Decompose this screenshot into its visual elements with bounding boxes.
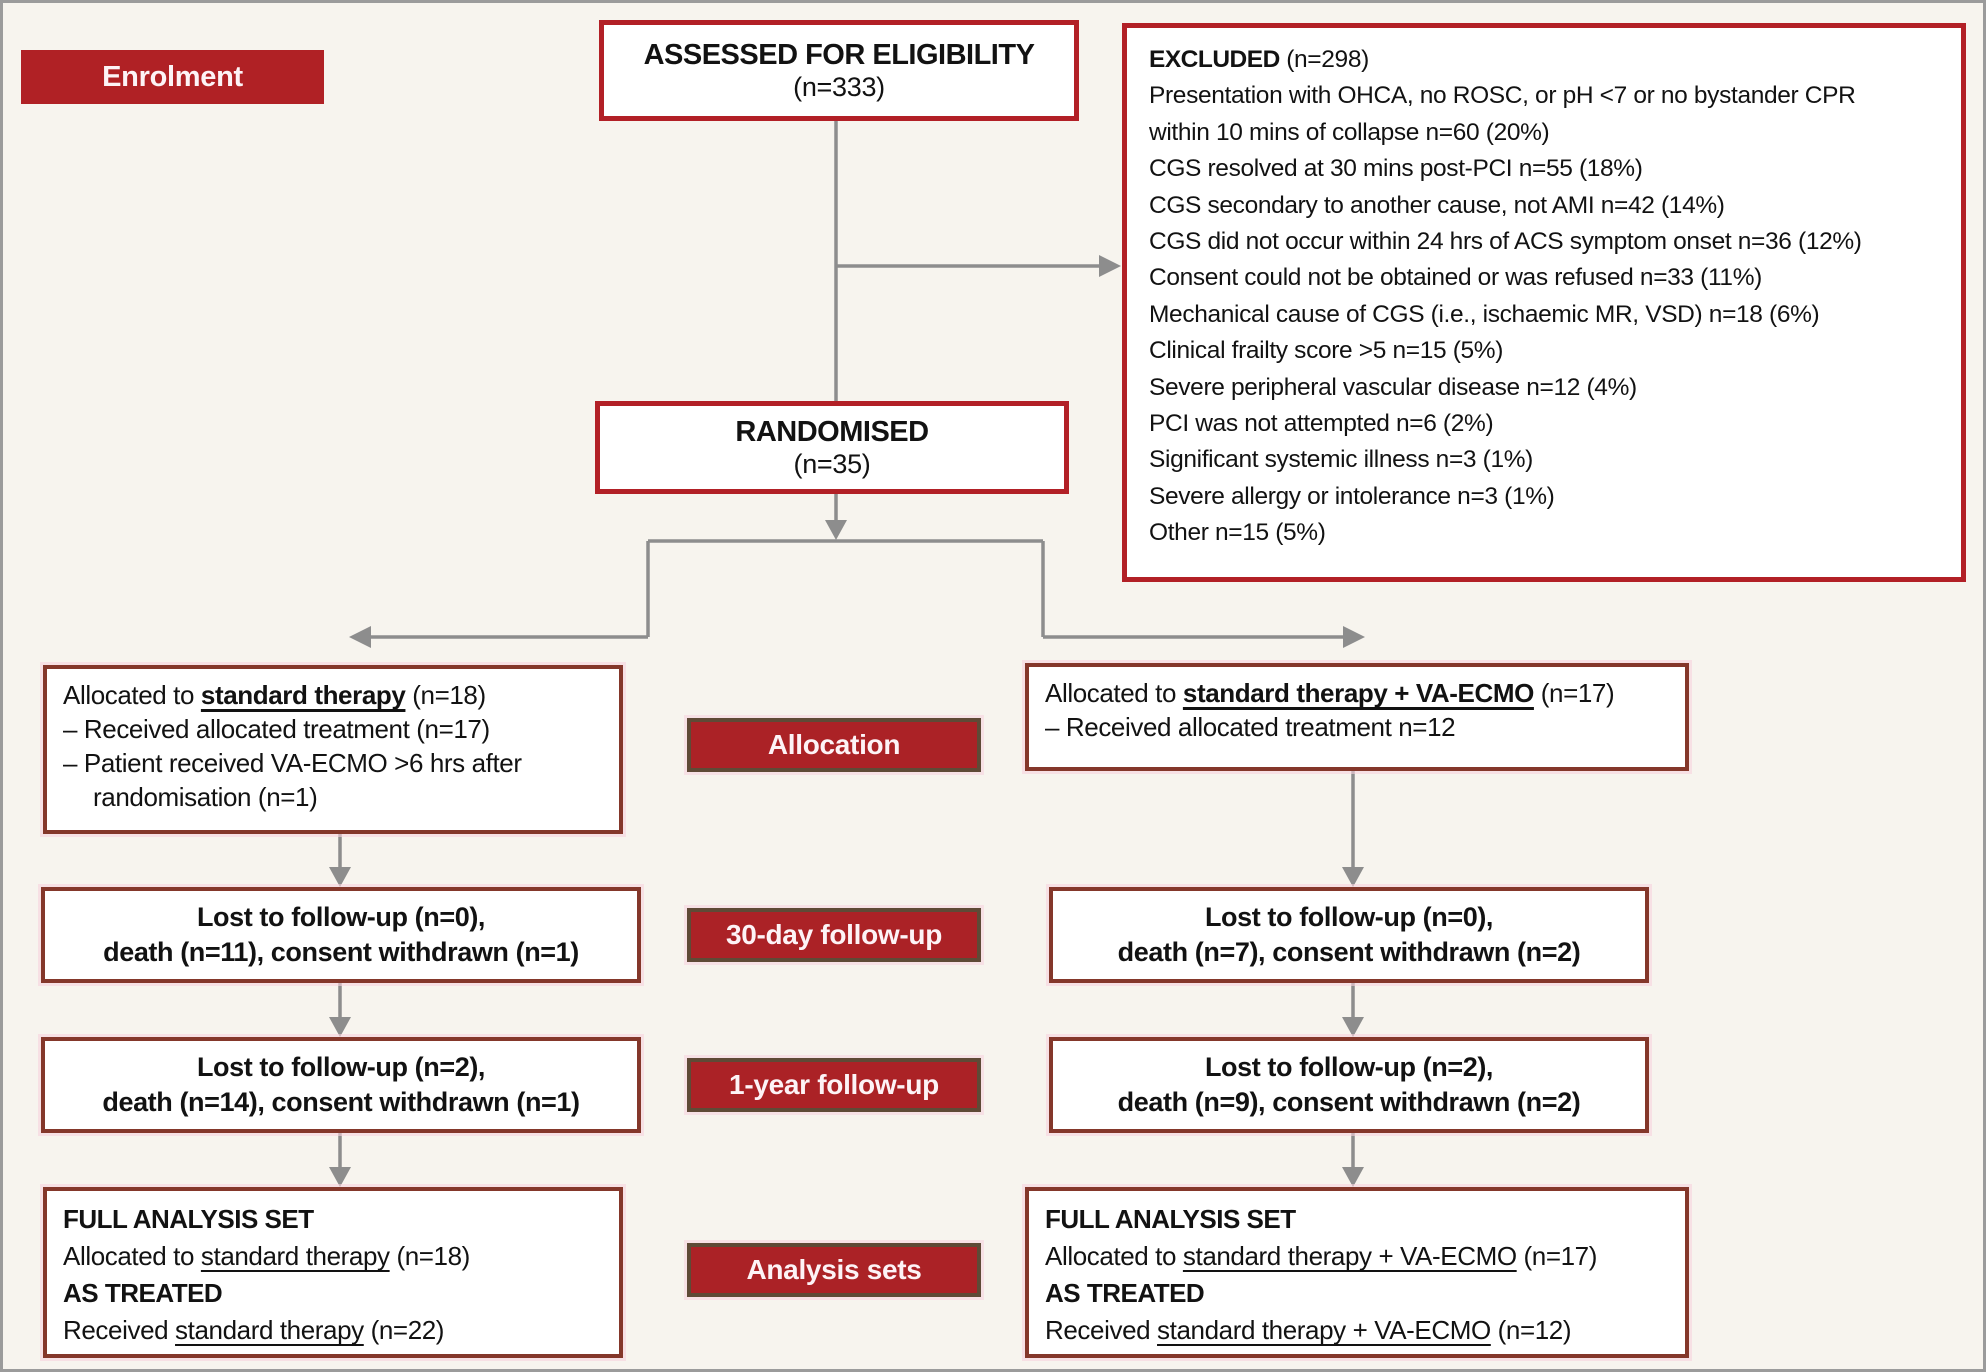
arrowhead-right-branch: [1343, 626, 1365, 648]
allocation-line: Allocated to standard therapy + VA-ECMO …: [1045, 676, 1669, 710]
analysis-prefix: Allocated to: [1045, 1241, 1183, 1271]
assessed-title: ASSESSED FOR ELIGIBILITY: [643, 38, 1035, 71]
arrowhead-analysis-left: [329, 1167, 351, 1187]
analysis-n: (n=17): [1516, 1241, 1597, 1271]
allocation-line: Allocated to standard therapy (n=18): [63, 678, 603, 712]
allocation-n: (n=18): [405, 680, 486, 710]
arrowhead-left-branch: [349, 626, 371, 648]
followup-30day-standard-box: Lost to follow-up (n=0), death (n=11), c…: [41, 887, 641, 983]
allocation-ecmo-box: Allocated to standard therapy + VA-ECMO …: [1025, 663, 1689, 771]
analysis-header: FULL ANALYSIS SET: [1045, 1204, 1296, 1234]
arrowhead-f1y-left: [329, 1017, 351, 1037]
excluded-box: EXCLUDED (n=298) Presentation with OHCA,…: [1122, 23, 1966, 582]
allocation-n: (n=17): [1533, 678, 1615, 708]
excluded-reason: CGS resolved at 30 mins post-PCI n=55 (1…: [1149, 155, 1643, 183]
analysis-prefix: Allocated to: [63, 1241, 201, 1271]
analysis-n: (n=12): [1490, 1315, 1572, 1345]
analysis-n: (n=18): [389, 1241, 470, 1271]
randomised-n: (n=35): [793, 448, 871, 479]
stage-label: Allocation: [767, 729, 901, 760]
analysis-line: Allocated to standard therapy (n=18): [63, 1238, 603, 1275]
analysis-treatment: standard therapy + VA-ECMO: [1157, 1315, 1491, 1345]
analysis-treatment: standard therapy: [200, 1241, 390, 1271]
allocation-treatment: standard therapy + VA-ECMO: [1182, 678, 1534, 708]
stage-badge-1year-followup: 1-year follow-up: [687, 1058, 981, 1112]
analysis-line: Allocated to standard therapy + VA-ECMO …: [1045, 1238, 1669, 1275]
stage-badge-30day-followup: 30-day follow-up: [687, 908, 981, 962]
allocation-prefix: Allocated to: [1045, 678, 1183, 708]
arrowhead-f30-left: [329, 867, 351, 887]
allocation-bullet: – Received allocated treatment n=12: [1045, 712, 1456, 742]
analysis-set-standard-box: FULL ANALYSIS SET Allocated to standard …: [43, 1187, 623, 1358]
excluded-reason: Other n=15 (5%): [1149, 519, 1326, 547]
analysis-line: Received standard therapy + VA-ECMO (n=1…: [1045, 1312, 1669, 1349]
excluded-title: EXCLUDED: [1149, 46, 1280, 73]
arrowhead-randomised-down: [825, 520, 847, 540]
excluded-title-line: EXCLUDED (n=298): [1149, 42, 1939, 78]
followup-line: death (n=7), consent withdrawn (n=2): [1117, 937, 1581, 967]
allocation-treatment: standard therapy: [200, 680, 406, 710]
analysis-line: Received standard therapy (n=22): [63, 1312, 603, 1349]
arrowhead-f30-right: [1342, 867, 1364, 887]
excluded-reason: CGS did not occur within 24 hrs of ACS s…: [1149, 228, 1862, 256]
excluded-reason: Severe allergy or intolerance n=3 (1%): [1149, 482, 1555, 510]
followup-1year-standard-box: Lost to follow-up (n=2), death (n=14), c…: [41, 1037, 641, 1133]
analysis-prefix: Received: [63, 1315, 176, 1345]
excluded-reason: Consent could not be obtained or was ref…: [1149, 264, 1762, 292]
excluded-reason: CGS secondary to another cause, not AMI …: [1149, 191, 1725, 219]
excluded-n: (n=298): [1279, 46, 1369, 73]
followup-30day-ecmo-box: Lost to follow-up (n=0), death (n=7), co…: [1049, 887, 1649, 983]
stage-label: 30-day follow-up: [725, 919, 943, 950]
analysis-header: AS TREATED: [1045, 1278, 1205, 1308]
randomised-title: RANDOMISED: [735, 415, 929, 448]
excluded-reason: Presentation with OHCA, no ROSC, or pH <…: [1149, 82, 1856, 110]
analysis-header: FULL ANALYSIS SET: [63, 1204, 314, 1234]
followup-line: Lost to follow-up (n=0),: [1204, 902, 1494, 932]
followup-1year-ecmo-box: Lost to follow-up (n=2), death (n=9), co…: [1049, 1037, 1649, 1133]
analysis-set-ecmo-box: FULL ANALYSIS SET Allocated to standard …: [1025, 1187, 1689, 1358]
analysis-header: AS TREATED: [63, 1278, 223, 1308]
followup-line: death (n=14), consent withdrawn (n=1): [102, 1087, 580, 1117]
arrowhead-analysis-right: [1342, 1167, 1364, 1187]
excluded-reason: Mechanical cause of CGS (i.e., ischaemic…: [1149, 300, 1820, 328]
followup-line: death (n=9), consent withdrawn (n=2): [1117, 1087, 1581, 1117]
stage-label: Enrolment: [102, 60, 243, 93]
stage-badge-allocation: Allocation: [687, 718, 981, 772]
allocation-prefix: Allocated to: [63, 680, 201, 710]
arrowhead-f1y-right: [1342, 1017, 1364, 1037]
randomised-box: RANDOMISED (n=35): [595, 401, 1069, 494]
excluded-reason: PCI was not attempted n=6 (2%): [1149, 410, 1494, 438]
followup-line: Lost to follow-up (n=2),: [196, 1052, 486, 1082]
followup-line: death (n=11), consent withdrawn (n=1): [103, 937, 579, 967]
stage-label: 1-year follow-up: [729, 1069, 939, 1100]
excluded-reason: Significant systemic illness n=3 (1%): [1149, 446, 1533, 474]
analysis-treatment: standard therapy: [175, 1315, 364, 1345]
assessed-n: (n=333): [793, 71, 885, 102]
excluded-reason: Clinical frailty score >5 n=15 (5%): [1149, 337, 1504, 365]
excluded-reason: Severe peripheral vascular disease n=12 …: [1149, 373, 1637, 401]
allocation-bullet: – Patient received VA-ECMO >6 hrs after: [63, 748, 522, 778]
arrowhead-excluded: [1099, 255, 1121, 277]
allocation-bullet-continued: randomisation (n=1): [93, 782, 318, 812]
analysis-treatment: standard therapy + VA-ECMO: [1182, 1241, 1517, 1271]
analysis-n: (n=22): [363, 1315, 445, 1345]
assessed-for-eligibility-box: ASSESSED FOR ELIGIBILITY (n=333): [599, 20, 1079, 121]
stage-badge-analysis-sets: Analysis sets: [687, 1243, 981, 1297]
allocation-bullet: – Received allocated treatment (n=17): [63, 714, 490, 744]
stage-label: Analysis sets: [746, 1254, 922, 1285]
excluded-reason: within 10 mins of collapse n=60 (20%): [1149, 118, 1550, 146]
followup-line: Lost to follow-up (n=0),: [196, 902, 486, 932]
followup-line: Lost to follow-up (n=2),: [1204, 1052, 1494, 1082]
allocation-standard-therapy-box: Allocated to standard therapy (n=18) – R…: [43, 665, 623, 834]
analysis-prefix: Received: [1045, 1315, 1158, 1345]
stage-badge-enrolment: Enrolment: [21, 50, 324, 104]
